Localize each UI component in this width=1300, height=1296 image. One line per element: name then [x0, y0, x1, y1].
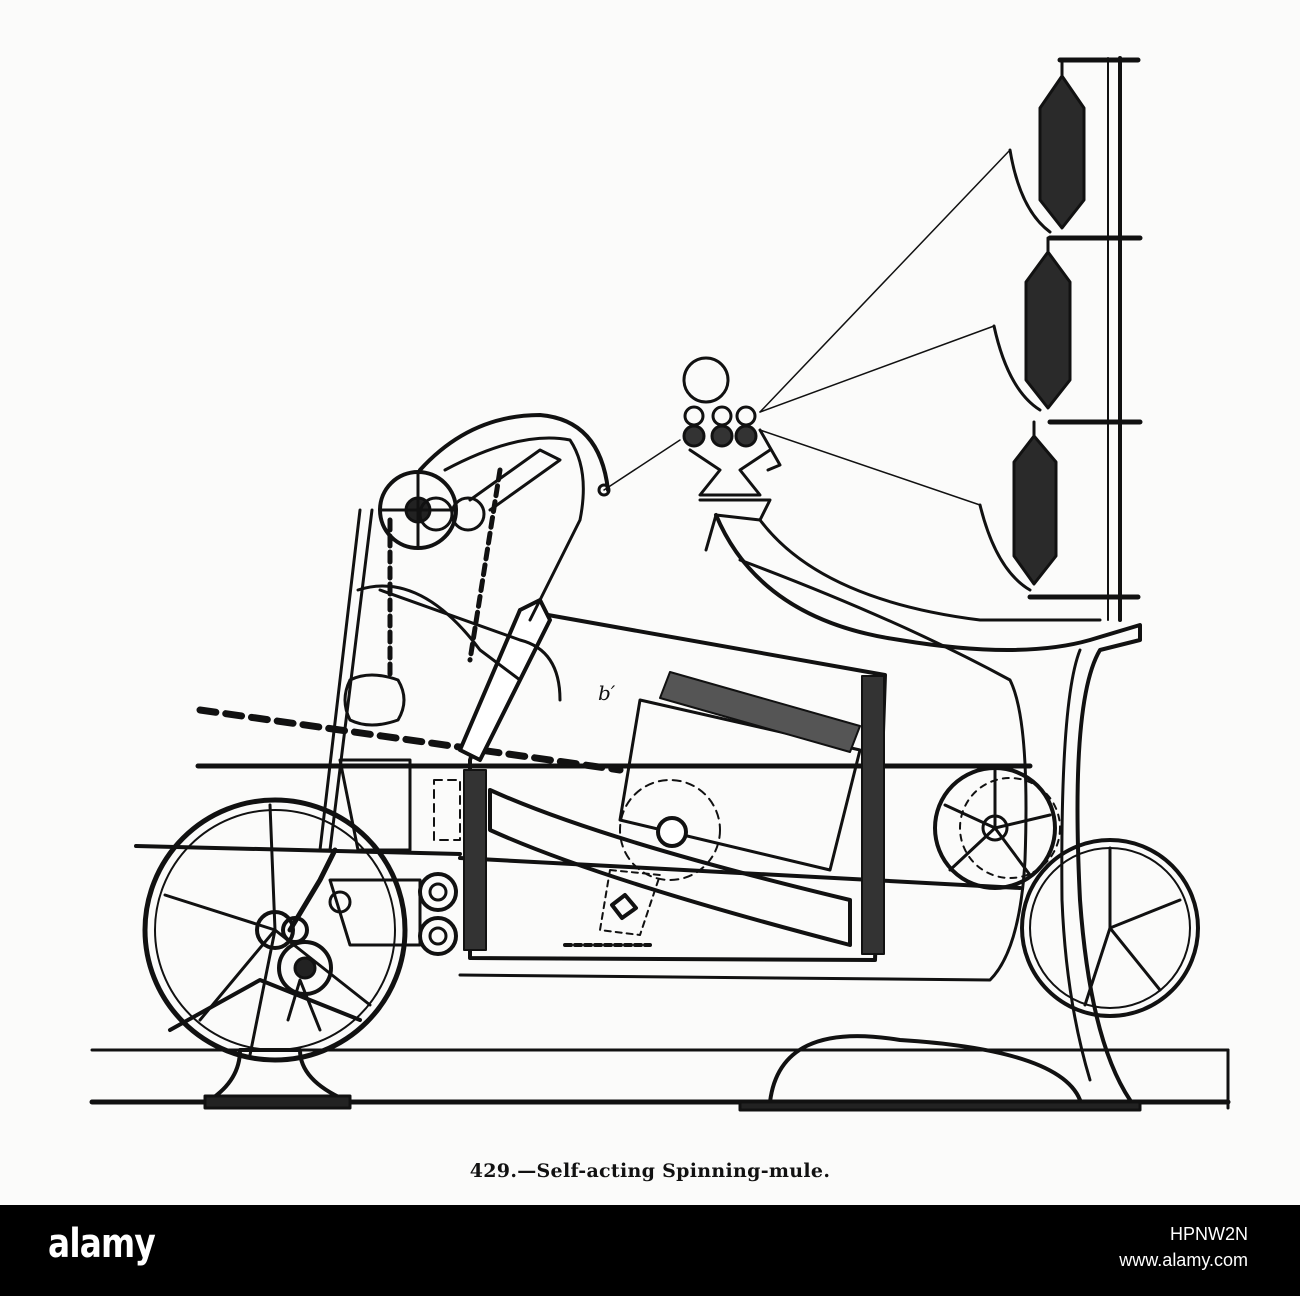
site-url-text: www.alamy.com	[1119, 1250, 1248, 1270]
engraving-illustration: b′	[89, 56, 1231, 1112]
gear-wheel	[378, 470, 486, 550]
yarn-threads	[603, 149, 1011, 506]
chain-vertical-1	[467, 467, 503, 663]
main-frame-curve	[714, 513, 1142, 1102]
frame-foot-arch	[768, 1034, 1082, 1104]
bobbin-bottom	[1012, 434, 1058, 586]
spinning-mule-drawing: b′	[89, 56, 1231, 1112]
headstock-box	[458, 598, 887, 962]
figure-caption: 429.—Self-acting Spinning-mule.	[469, 1160, 831, 1182]
bobbin-middle	[1024, 250, 1072, 410]
watermark-bar	[0, 1205, 1300, 1296]
top-roller-weight	[682, 356, 730, 404]
bobbin-top	[1038, 74, 1086, 230]
chain-horizontal	[196, 706, 624, 774]
alamy-logo: alamy	[48, 1221, 156, 1267]
label-b-prime: b′	[598, 681, 616, 705]
image-id-text: HPNW2N	[1169, 1224, 1248, 1244]
right-drive-wheel	[1020, 838, 1200, 1018]
quadrant-arc	[418, 413, 610, 492]
